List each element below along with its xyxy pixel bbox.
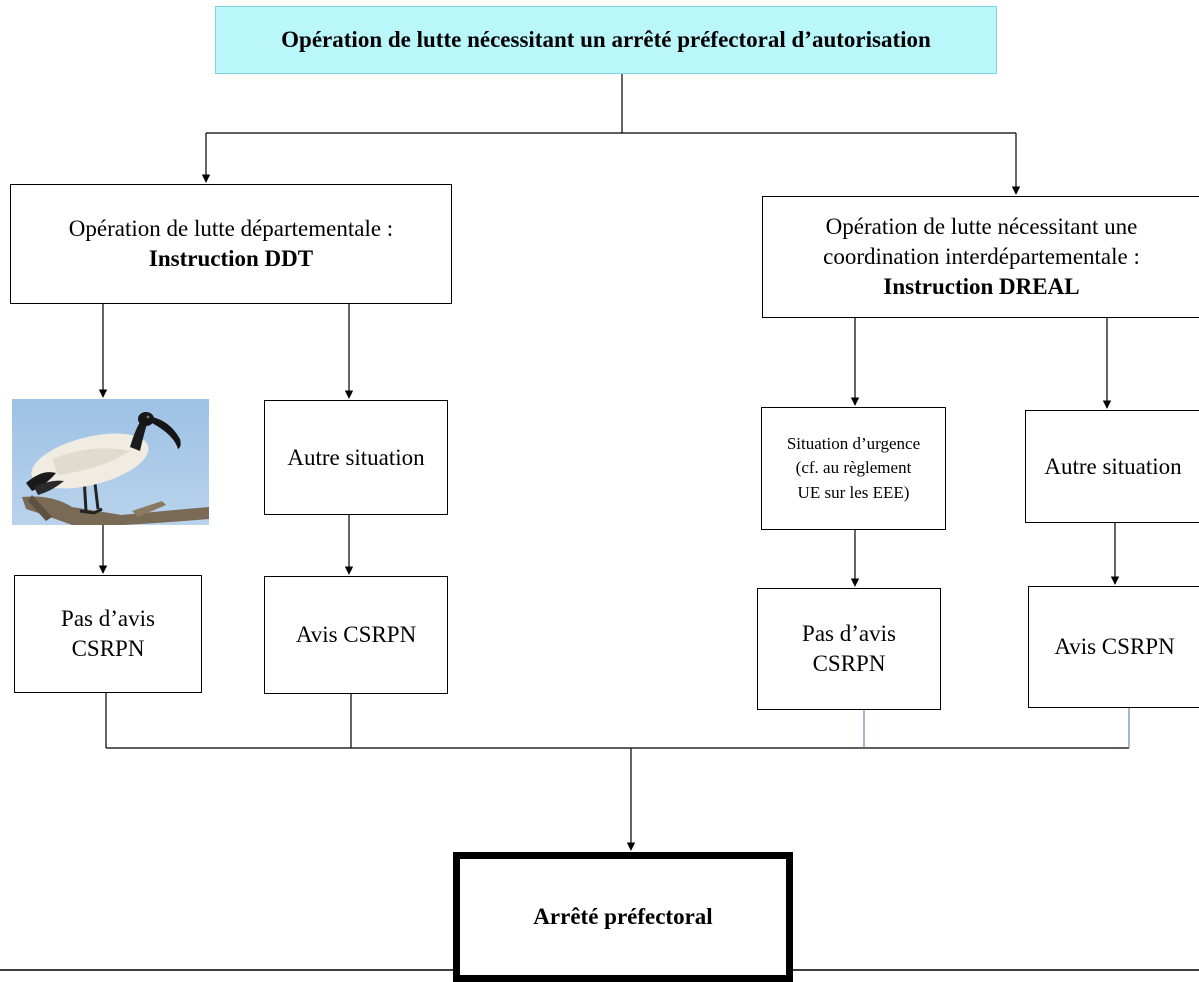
urgence-line-3: UE sur les EEE)	[797, 482, 910, 502]
ibis-photo	[12, 399, 209, 525]
no-avis-left-box: Pas d’avis CSRPN	[14, 575, 202, 693]
avis-right-text: Avis CSRPN	[1054, 634, 1175, 660]
ddt-box: Opération de lutte départementale : Inst…	[10, 184, 452, 304]
ddt-line-1: Opération de lutte départementale :	[68, 216, 394, 242]
no-avis-left-line-2: CSRPN	[71, 636, 145, 661]
no-avis-left-line-1: Pas d’avis	[61, 606, 155, 632]
urgence-box: Situation d’urgence (cf. au règlement UE…	[761, 407, 946, 530]
dreal-line-2: coordination interdépartementale :	[823, 244, 1140, 270]
no-avis-right-box: Pas d’avis CSRPN	[757, 588, 941, 710]
other-situation-right-box: Autre situation	[1025, 410, 1199, 523]
final-decree-box: Arrêté préfectoral	[453, 852, 793, 982]
other-situation-left-text: Autre situation	[287, 444, 425, 470]
no-avis-right-line-1: Pas d’avis	[802, 621, 896, 647]
avis-left-box: Avis CSRPN	[264, 576, 448, 694]
avis-right-box: Avis CSRPN	[1028, 586, 1199, 708]
no-avis-right-line-2: CSRPN	[812, 651, 886, 676]
ddt-line-2: Instruction DDT	[148, 246, 314, 271]
urgence-line-1: Situation d’urgence	[786, 433, 921, 453]
final-decree-text: Arrêté préfectoral	[533, 904, 713, 930]
dreal-box: Opération de lutte nécessitant une coord…	[762, 196, 1199, 318]
dreal-line-1: Opération de lutte nécessitant une	[825, 214, 1138, 240]
other-situation-right-text: Autre situation	[1044, 453, 1182, 479]
avis-left-text: Avis CSRPN	[295, 622, 417, 648]
other-situation-left-box: Autre situation	[264, 400, 448, 515]
top-title-text: Opération de lutte nécessitant un arrêté…	[281, 27, 931, 53]
top-title-box: Opération de lutte nécessitant un arrêté…	[215, 6, 997, 74]
urgence-line-2: (cf. au règlement	[795, 458, 912, 478]
dreal-line-3: Instruction DREAL	[883, 273, 1080, 299]
sacred-ibis-illustration	[12, 399, 209, 525]
